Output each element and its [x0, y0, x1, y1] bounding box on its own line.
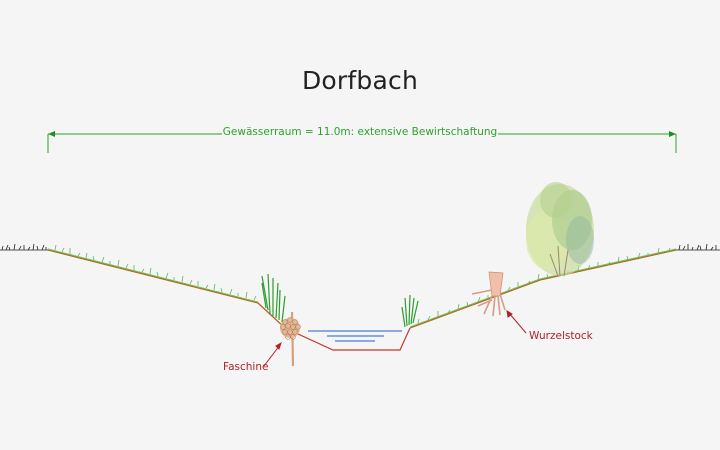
water-surface	[308, 330, 402, 342]
dimension-label: Gewässerraum = 11.0m: extensive Bewirtsc…	[0, 126, 720, 138]
reed-left	[261, 273, 286, 323]
terrain-outer-right	[676, 243, 720, 251]
wurzelstock-arrow	[506, 310, 527, 334]
faschine	[280, 311, 301, 367]
page-title: Dorfbach	[301, 66, 418, 95]
reed-right	[401, 294, 419, 328]
terrain-outer-left	[0, 243, 48, 251]
channel-bed	[284, 327, 411, 351]
rootstock	[471, 271, 506, 317]
label-faschine: Faschine	[223, 361, 269, 373]
dimension-label-text: Gewässerraum = 11.0m: extensive Bewirtsc…	[221, 126, 499, 138]
faschine-arrow	[263, 341, 282, 367]
label-wurzelstock: Wurzelstock	[529, 330, 593, 342]
arrow-right-icon	[669, 131, 676, 137]
tree	[526, 182, 594, 277]
left-bank	[47, 244, 286, 329]
arrow-left-icon	[48, 131, 55, 137]
